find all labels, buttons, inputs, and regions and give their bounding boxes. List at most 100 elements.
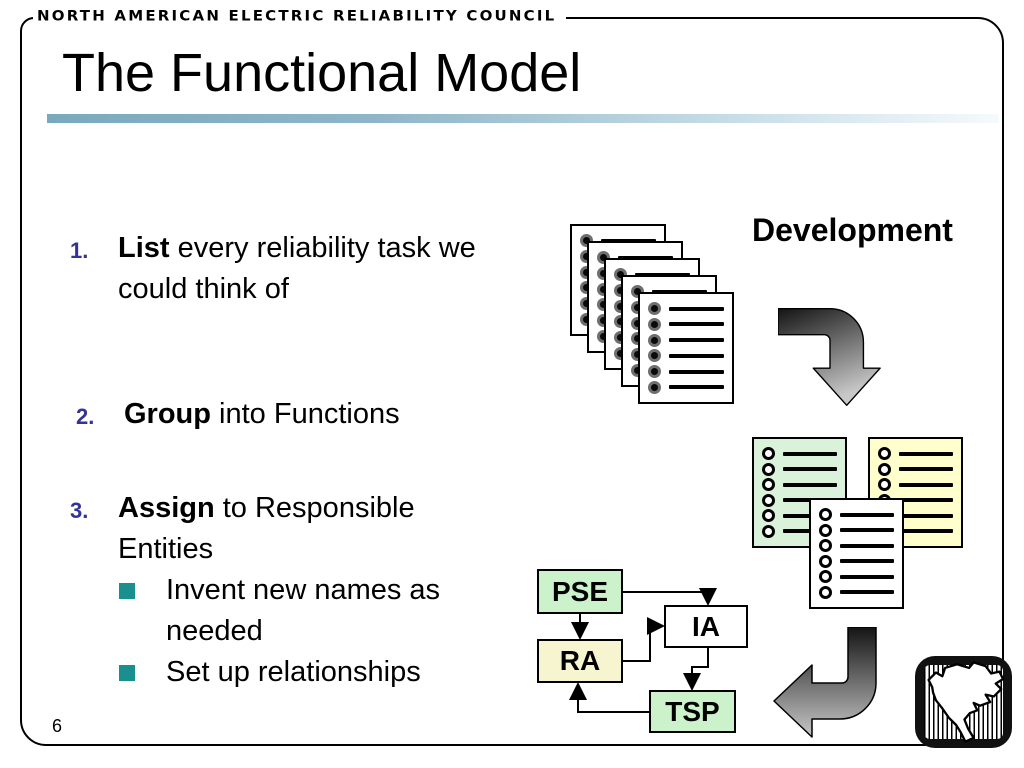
doc-bullet-row bbox=[819, 585, 894, 599]
doc-bullet-row bbox=[878, 478, 953, 492]
text-line bbox=[840, 590, 894, 595]
bullet-circle-icon bbox=[819, 585, 832, 599]
nerc-logo bbox=[915, 656, 1012, 748]
text-line bbox=[669, 385, 724, 390]
text-line bbox=[840, 512, 894, 517]
step-2-rest: into Functions bbox=[211, 398, 400, 430]
edge-ia-tsp bbox=[683, 648, 709, 691]
node-tsp: TSP bbox=[649, 690, 736, 733]
bullet-circle-icon bbox=[648, 317, 661, 331]
bullet-circle-icon bbox=[648, 349, 661, 363]
text-line bbox=[601, 238, 656, 243]
text-line bbox=[899, 529, 953, 534]
text-line bbox=[899, 482, 953, 487]
text-line bbox=[840, 559, 894, 564]
north-america-map-icon bbox=[927, 661, 1005, 743]
doc-bullet-row bbox=[819, 523, 894, 537]
text-line bbox=[783, 451, 837, 456]
bullet-circle-icon bbox=[648, 302, 661, 315]
text-line bbox=[669, 322, 724, 327]
text-line bbox=[635, 272, 690, 277]
sub-item-1-text: Invent new names as needed bbox=[166, 574, 441, 647]
text-line bbox=[652, 289, 707, 294]
bullet-circle-icon bbox=[819, 570, 832, 584]
step-3-text: Assign to Responsible Entities bbox=[118, 488, 473, 570]
step-3-number: 3. bbox=[70, 498, 89, 523]
sub-bullet-square-icon bbox=[119, 583, 135, 599]
bullet-circle-icon bbox=[762, 524, 775, 538]
step-1-rest: every reliability task we could think of bbox=[118, 232, 476, 305]
text-line bbox=[669, 369, 724, 374]
text-line bbox=[899, 513, 953, 518]
bullet-circle-icon bbox=[762, 509, 775, 523]
doc-bullet-row bbox=[648, 333, 724, 347]
curved-arrow-left-icon bbox=[773, 627, 877, 738]
node-pse: PSE bbox=[537, 569, 623, 614]
edge-ra-ia bbox=[623, 617, 665, 662]
text-line bbox=[840, 574, 894, 579]
step-2-text: Group into Functions bbox=[124, 394, 544, 435]
text-line bbox=[783, 467, 837, 472]
text-line bbox=[618, 255, 673, 260]
doc-bullet-row bbox=[819, 539, 894, 553]
doc-bullet-row bbox=[819, 508, 894, 521]
text-line bbox=[899, 498, 953, 503]
step-2-lead: Group bbox=[124, 398, 211, 430]
flow-diagram-arrows bbox=[569, 588, 717, 713]
bullet-circle-icon bbox=[878, 447, 891, 460]
step-2-number: 2. bbox=[76, 404, 95, 429]
text-line bbox=[840, 528, 894, 533]
edge-tsp-ra bbox=[569, 682, 649, 713]
doc-bullet-row bbox=[762, 478, 837, 492]
bullet-circle-icon bbox=[819, 508, 832, 521]
bullet-circle-icon bbox=[762, 447, 775, 460]
text-line bbox=[669, 306, 724, 311]
bullet-circle-icon bbox=[878, 478, 891, 492]
title-divider-bar bbox=[47, 114, 999, 123]
text-line bbox=[783, 482, 837, 487]
doc-bullet-row bbox=[819, 554, 894, 568]
doc-bullet-row bbox=[648, 302, 724, 315]
sub-bullet-square-icon bbox=[119, 665, 135, 681]
bullet-circle-icon bbox=[819, 539, 832, 553]
node-ia: IA bbox=[664, 605, 748, 648]
doc-bullet-row bbox=[648, 317, 724, 331]
doc-bullet-row bbox=[762, 447, 837, 460]
doc-bullet-row bbox=[819, 570, 894, 584]
doc-bullet-row bbox=[648, 380, 724, 394]
bullet-circle-icon bbox=[648, 380, 661, 394]
bullet-circle-icon bbox=[762, 478, 775, 492]
node-ra: RA bbox=[537, 639, 623, 683]
bullet-circle-icon bbox=[648, 333, 661, 347]
sub-item-2-text: Set up relationships bbox=[166, 656, 421, 688]
slide-title: The Functional Model bbox=[62, 43, 582, 103]
nerc-wordmark: NORTH AMERICAN ELECTRIC RELIABILITY COUN… bbox=[33, 6, 567, 27]
bullet-circle-icon bbox=[819, 523, 832, 537]
doc-bullet-row bbox=[762, 462, 837, 476]
doc-bullet-row bbox=[878, 447, 953, 460]
doc-bullet-row bbox=[648, 349, 724, 363]
text-line bbox=[669, 338, 724, 343]
bullet-circle-icon bbox=[762, 462, 775, 476]
step-1-text: List every reliability task we could thi… bbox=[118, 228, 513, 310]
step-3-rest: to Responsible Entities bbox=[118, 492, 415, 565]
curved-arrow-down-icon bbox=[778, 308, 881, 406]
white-list-document-icon bbox=[809, 498, 904, 609]
text-line bbox=[899, 467, 953, 472]
text-line bbox=[840, 543, 894, 548]
doc-bullet-row bbox=[878, 462, 953, 476]
development-label: Development bbox=[752, 212, 953, 248]
bullet-circle-icon bbox=[648, 365, 661, 379]
bullet-circle-icon bbox=[819, 554, 832, 568]
text-line bbox=[669, 353, 724, 358]
stack-page-5 bbox=[638, 292, 734, 404]
step-3-lead: Assign bbox=[118, 492, 215, 524]
edge-pse-ia bbox=[623, 588, 717, 606]
bullet-circle-icon bbox=[878, 462, 891, 476]
step-1-lead: List bbox=[118, 232, 170, 264]
bullet-circle-icon bbox=[762, 493, 775, 507]
step-1-number: 1. bbox=[70, 238, 89, 263]
text-line bbox=[899, 451, 953, 456]
page-number: 6 bbox=[52, 716, 63, 736]
